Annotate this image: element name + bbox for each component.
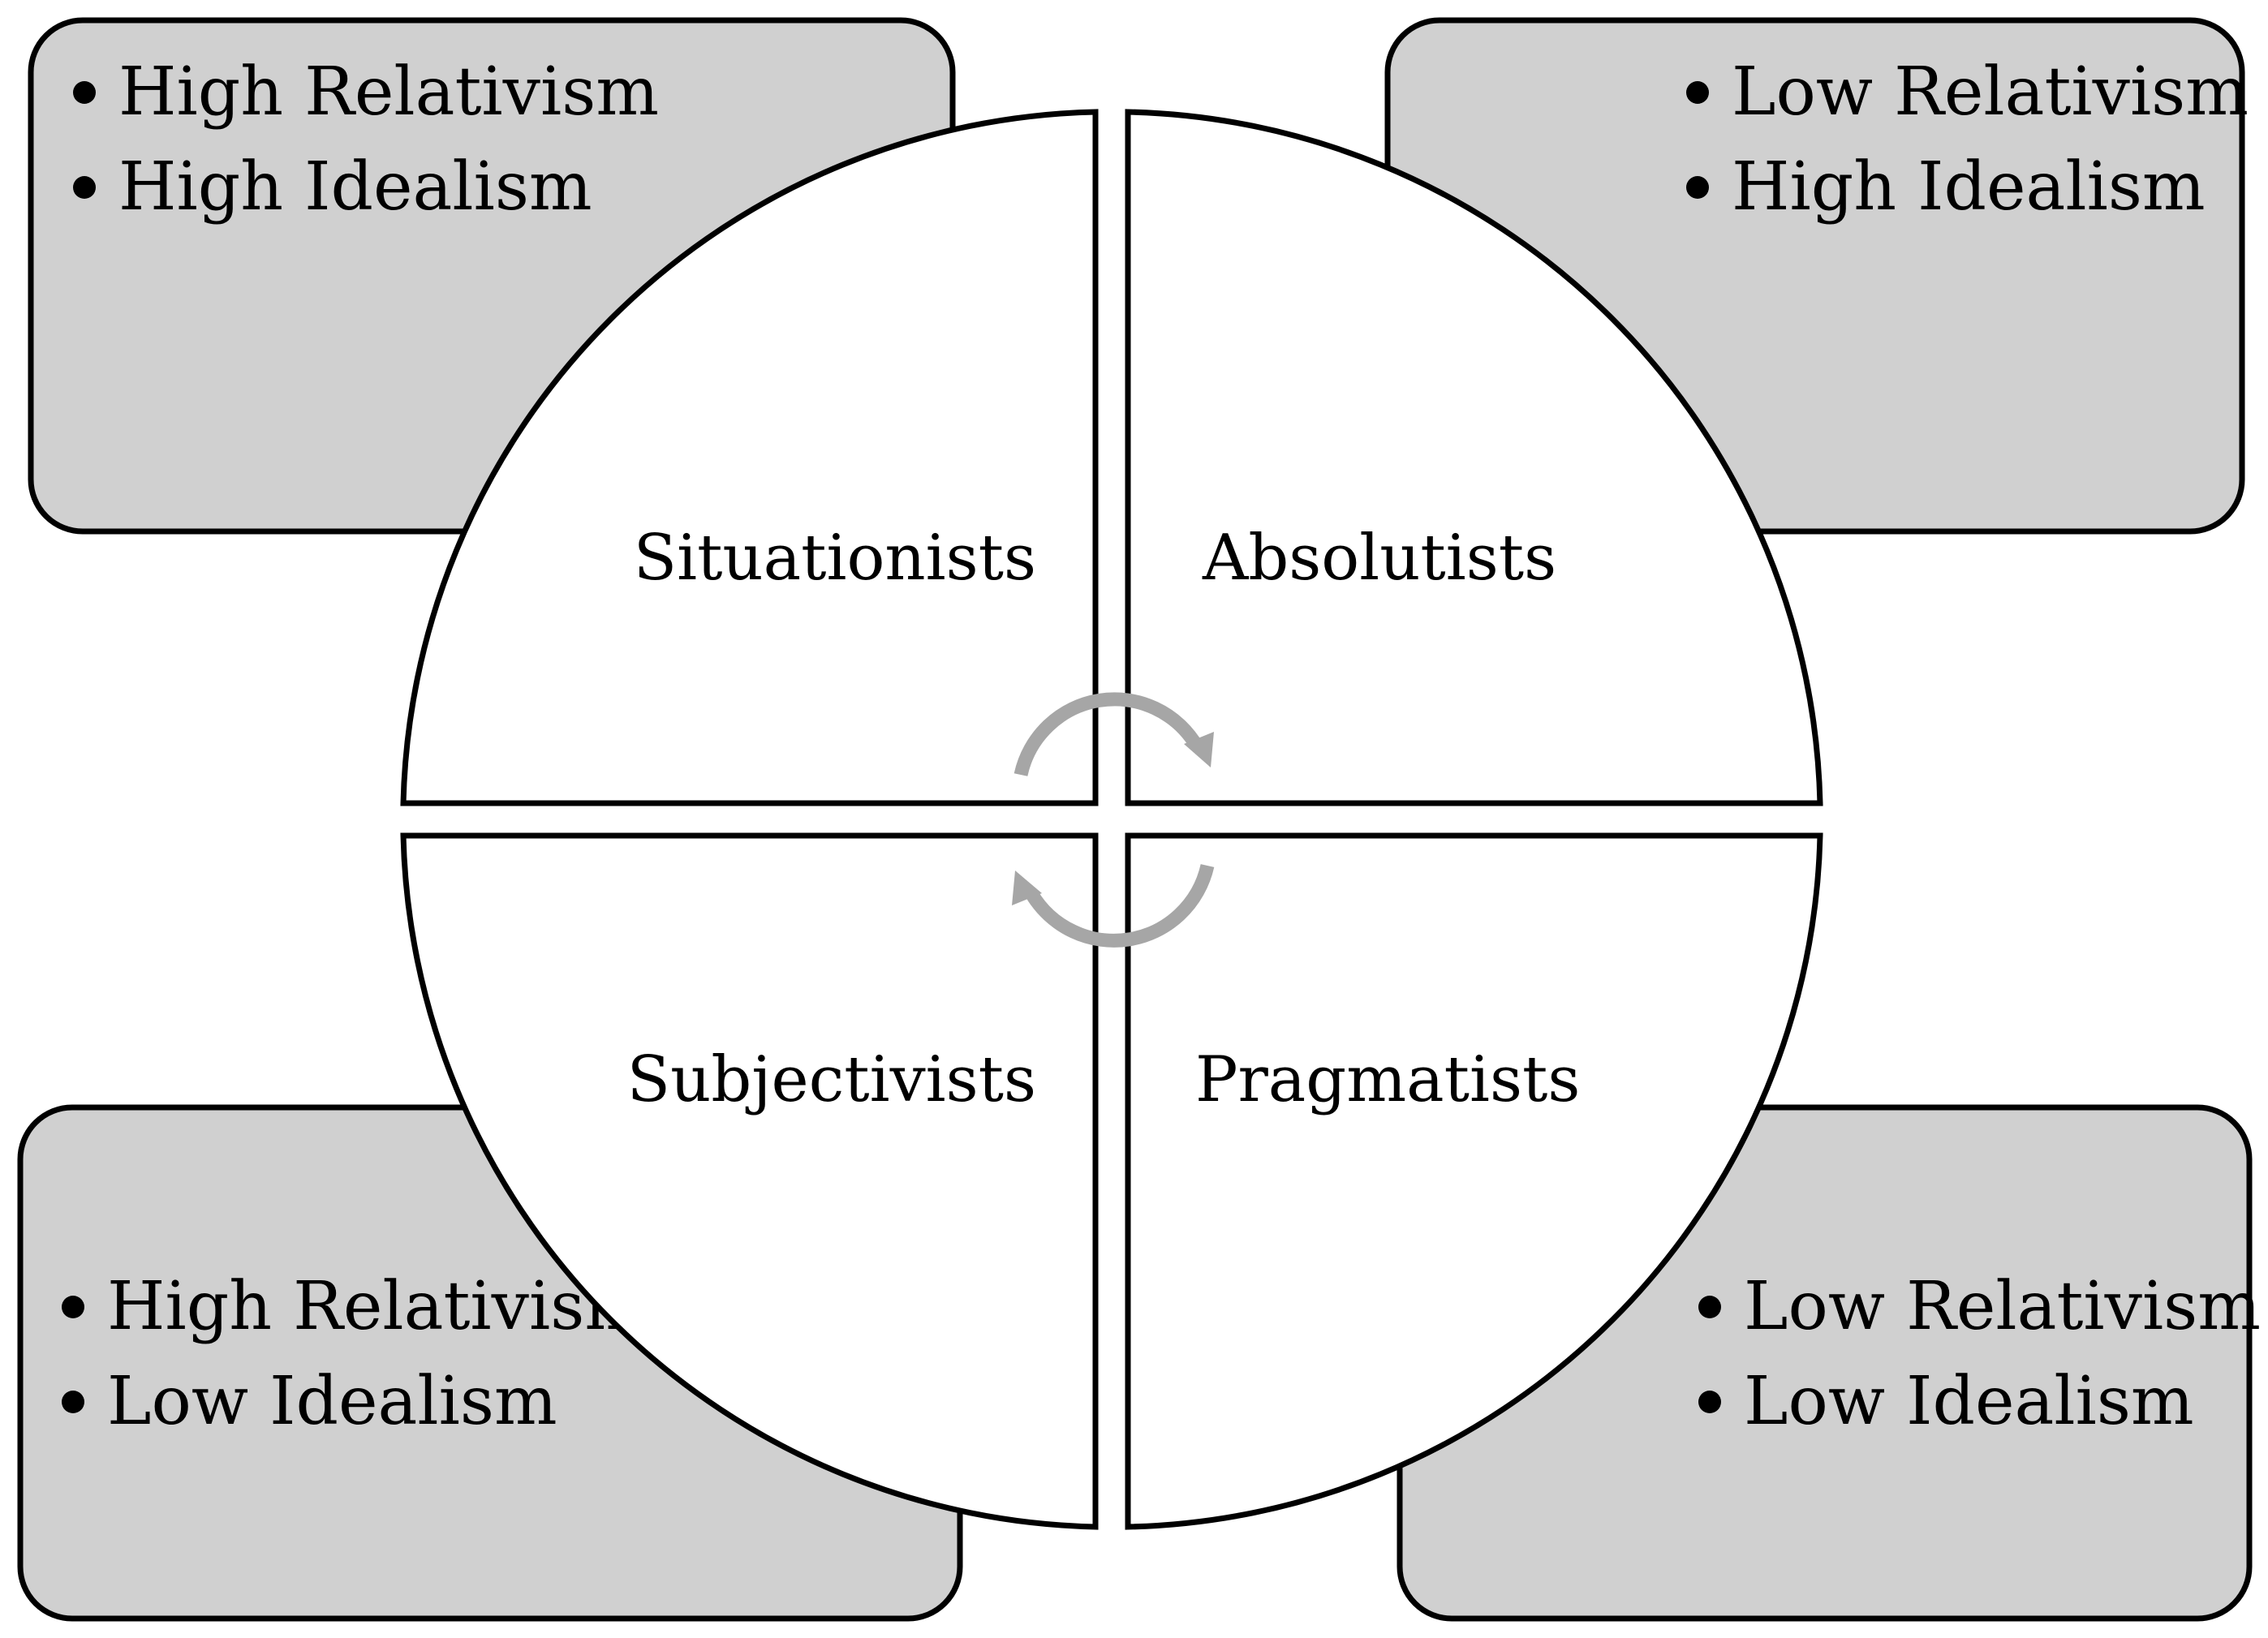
box-top-right-item-2: High Idealism [1732, 148, 2206, 226]
bullet-icon [73, 81, 96, 104]
box-top-left-item-1: High Relativism [118, 54, 659, 131]
quadrant-label-absolutists: Absolutists [1202, 522, 1556, 595]
bullet-icon [62, 1391, 84, 1413]
quadrant-circle [400, 109, 1823, 1530]
bullet-icon [1686, 176, 1709, 199]
box-bottom-right-item-1: Low Relativism [1744, 1268, 2261, 1345]
bullet-icon [1686, 81, 1709, 104]
bullet-icon [73, 176, 96, 199]
bullet-icon [1698, 1391, 1721, 1413]
quadrant-label-pragmatists: Pragmatists [1195, 1043, 1580, 1116]
box-top-left-item-2: High Idealism [118, 148, 592, 226]
quadrant-label-subjectivists: Subjectivists [627, 1043, 1036, 1116]
bullet-icon [1698, 1296, 1721, 1318]
box-bottom-right-item-2: Low Idealism [1744, 1363, 2194, 1440]
box-bottom-left-item-1: High Relativism [107, 1268, 648, 1345]
box-top-right-item-1: Low Relativism [1732, 54, 2249, 131]
bullet-icon [62, 1296, 84, 1318]
quadrant-bottom-right [1125, 832, 1823, 1530]
quadrant-bottom-left [400, 832, 1099, 1530]
quadrant-top-left [400, 109, 1099, 806]
quadrant-label-situationists: Situationists [634, 522, 1036, 595]
box-bottom-left-item-2: Low Idealism [107, 1363, 557, 1440]
quadrant-top-right [1125, 109, 1823, 806]
cycle-arrows-icon [1012, 692, 1215, 948]
